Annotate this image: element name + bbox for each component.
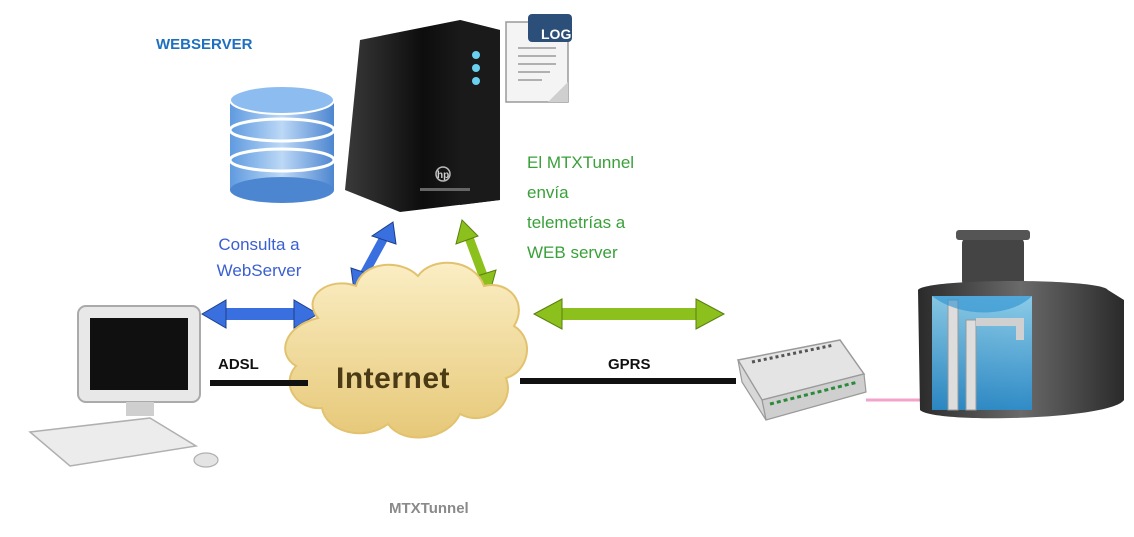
mtx-telemetry-label: El MTXTunnel envía telemetrías a WEB ser…	[527, 148, 634, 268]
adsl-label: ADSL	[218, 356, 259, 373]
webserver-title: WEBSERVER	[156, 36, 253, 53]
server-tower-icon	[345, 20, 500, 212]
internet-label: Internet	[336, 362, 451, 395]
desktop-computer-icon	[28, 305, 219, 468]
consulta-line-1: Consulta a	[218, 235, 300, 254]
mtx-desc-line-1: El MTXTunnel	[527, 153, 635, 172]
mtx-desc-line-2: envía	[527, 183, 569, 202]
log-badge-text: LOG	[541, 26, 572, 42]
internet-cloud-icon	[284, 261, 529, 439]
adsl-line	[210, 380, 308, 386]
database-icon	[228, 85, 336, 203]
mtx-device-icon	[736, 339, 867, 421]
mtx-desc-line-3: telemetrías a	[527, 213, 626, 232]
log-file-icon	[505, 14, 572, 103]
mtx-desc-line-4: WEB server	[527, 243, 618, 262]
water-tank-icon	[918, 230, 1124, 419]
green-arrow-internet-device	[532, 298, 726, 330]
hp-logo-text: hp	[437, 170, 450, 181]
gprs-label: GPRS	[608, 356, 651, 373]
consulta-line-2: WebServer	[216, 261, 302, 280]
gprs-line	[520, 378, 736, 384]
mtxtunnel-caption: MTXTunnel	[389, 500, 469, 517]
consulta-label: Consulta a WebServer	[204, 232, 314, 284]
blue-arrow-pc-internet	[201, 299, 319, 329]
